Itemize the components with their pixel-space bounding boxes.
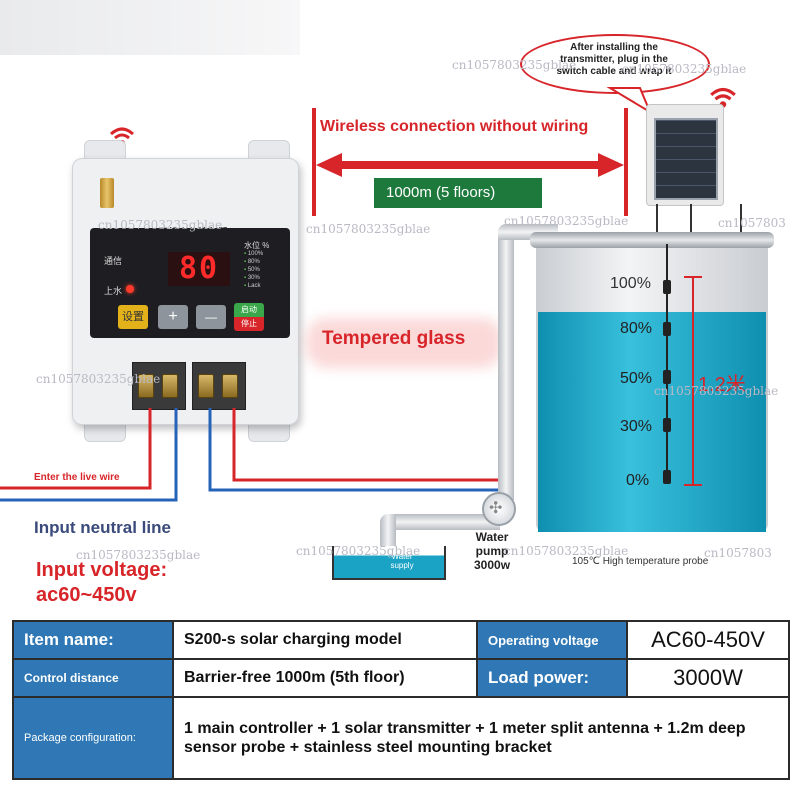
terminal-screw xyxy=(138,374,154,398)
terminal-screw xyxy=(198,374,214,398)
distance-badge: 1000m (5 floors) xyxy=(374,178,542,208)
neutral-label: Input neutral line xyxy=(34,518,171,537)
mark-30: 30% xyxy=(620,418,653,435)
level-80: 80% xyxy=(247,259,260,265)
height-label: 1.2米 xyxy=(698,374,746,396)
item-name-label: Item name: xyxy=(12,620,174,660)
power-wires xyxy=(0,408,500,502)
watermark: cn1057803235gblae xyxy=(654,384,779,398)
callout-bubble xyxy=(520,34,710,94)
range-bar-right xyxy=(624,108,628,216)
mark-100: 100% xyxy=(610,275,651,292)
start-label: 启动 xyxy=(234,303,264,317)
probe-sensor xyxy=(663,418,671,432)
probe-line xyxy=(666,244,668,484)
tank-lid xyxy=(530,232,774,248)
table-row: Package configuration: 1 main controller… xyxy=(12,696,790,780)
mark-80: 80% xyxy=(620,320,653,337)
watermark-short: cn1057803 xyxy=(704,546,772,560)
height-dimension-cap xyxy=(684,484,702,486)
callout-tail xyxy=(606,87,653,115)
pump-led xyxy=(126,285,134,293)
watermark: cn1057803235gblae xyxy=(36,372,161,386)
minus-button[interactable]: — xyxy=(196,305,226,329)
double-arrow xyxy=(316,153,624,177)
probe-sensor xyxy=(663,322,671,336)
wireless-label: Wireless connection without wiring xyxy=(320,118,589,135)
control-distance-value: Barrier-free 1000m (5th floor) xyxy=(172,658,478,698)
spec-table: Item name: S200-s solar charging model O… xyxy=(12,620,790,780)
height-dimension-line xyxy=(692,276,694,486)
water-pump xyxy=(482,492,516,526)
pipe-bottom xyxy=(396,514,500,530)
load-power-label: Load power: xyxy=(476,658,628,698)
pipe-down xyxy=(380,514,396,548)
solar-panel xyxy=(654,118,718,200)
stop-label: 停止 xyxy=(234,317,264,331)
pump-fan-icon: ✣ xyxy=(489,500,503,517)
comm-label: 通信 xyxy=(104,256,123,266)
level-30: 30% xyxy=(247,275,260,281)
watermark: cn1057803235gblae xyxy=(622,62,747,76)
pump-label-text: Water pump 3000w xyxy=(474,530,510,572)
probe-sensor xyxy=(663,370,671,384)
mark-50: 50% xyxy=(620,370,653,387)
watermark: cn1057803235gblae xyxy=(98,218,223,232)
level-header: 水位 % xyxy=(244,241,270,250)
header-blur xyxy=(0,0,300,55)
control-distance-label: Control distance xyxy=(12,658,174,698)
mark-0: 0% xyxy=(626,472,650,489)
set-button[interactable]: 设置 xyxy=(118,305,148,329)
level-display: 80 xyxy=(168,252,230,286)
item-name-value: S200-s solar charging model xyxy=(172,620,478,660)
terminal-screw xyxy=(222,374,238,398)
level-100: 100% xyxy=(247,251,264,257)
start-stop-button[interactable]: 启动 停止 xyxy=(234,303,264,331)
range-bar-left xyxy=(312,108,316,216)
tempered-glass-label: Tempered glass xyxy=(322,328,466,349)
watermark-short: cn1057803 xyxy=(718,216,786,230)
watermark: cn1057803235gblae xyxy=(76,548,201,562)
voltage-label-2: ac60~450v xyxy=(36,584,137,606)
voltage-label-1: Input voltage: xyxy=(36,559,168,581)
load-power-value: 3000W xyxy=(626,658,790,698)
table-row: Item name: S200-s solar charging model O… xyxy=(12,620,790,660)
pump-label: 上水 xyxy=(104,286,123,296)
table-row: Control distance Barrier-free 1000m (5th… xyxy=(12,658,790,698)
watermark: cn1057803235gblae xyxy=(504,544,629,558)
height-dimension-cap xyxy=(684,276,702,278)
watermark: cn1057803235gblae xyxy=(504,214,629,228)
tank-water xyxy=(538,312,766,532)
terminal-screw xyxy=(162,374,178,398)
pump-label-line2: pump xyxy=(475,544,509,558)
pipe-vertical xyxy=(498,238,514,500)
glass-glow xyxy=(306,318,502,368)
level-list: ▪ 100% ▪ 80% ▪ 50% ▪ 30% ▪ Lack xyxy=(244,251,264,289)
package-label: Package configuration: xyxy=(12,696,174,780)
water-supply-basin xyxy=(332,546,446,580)
antenna-connector xyxy=(100,178,114,208)
sensor-cable xyxy=(656,204,658,244)
water-supply-label: Water supply xyxy=(390,552,414,570)
watermark: cn1057803235gblae xyxy=(452,58,577,72)
callout-text: After installing the transmitter, plug i… xyxy=(556,42,672,77)
watermark: cn1057803235gblae xyxy=(296,544,421,558)
probe-label: 105℃ High temperature probe xyxy=(572,556,709,567)
pump-label-line3: 3000w xyxy=(474,558,511,572)
watermark: cn1057803235gblae xyxy=(306,222,431,236)
probe-sensor xyxy=(663,280,671,294)
distance-badge-text: 1000m (5 floors) xyxy=(386,184,496,201)
probe-sensor xyxy=(663,470,671,484)
plus-button[interactable]: + xyxy=(158,305,188,329)
pump-label-line1: Water xyxy=(475,530,509,544)
op-voltage-label: Operating voltage xyxy=(476,620,628,660)
op-voltage-value: AC60-450V xyxy=(626,620,790,660)
package-value: 1 main controller + 1 solar transmitter … xyxy=(172,696,790,780)
level-lack: Lack xyxy=(247,283,261,289)
level-50: 50% xyxy=(247,267,260,273)
live-wire-label: Enter the live wire xyxy=(34,472,120,483)
